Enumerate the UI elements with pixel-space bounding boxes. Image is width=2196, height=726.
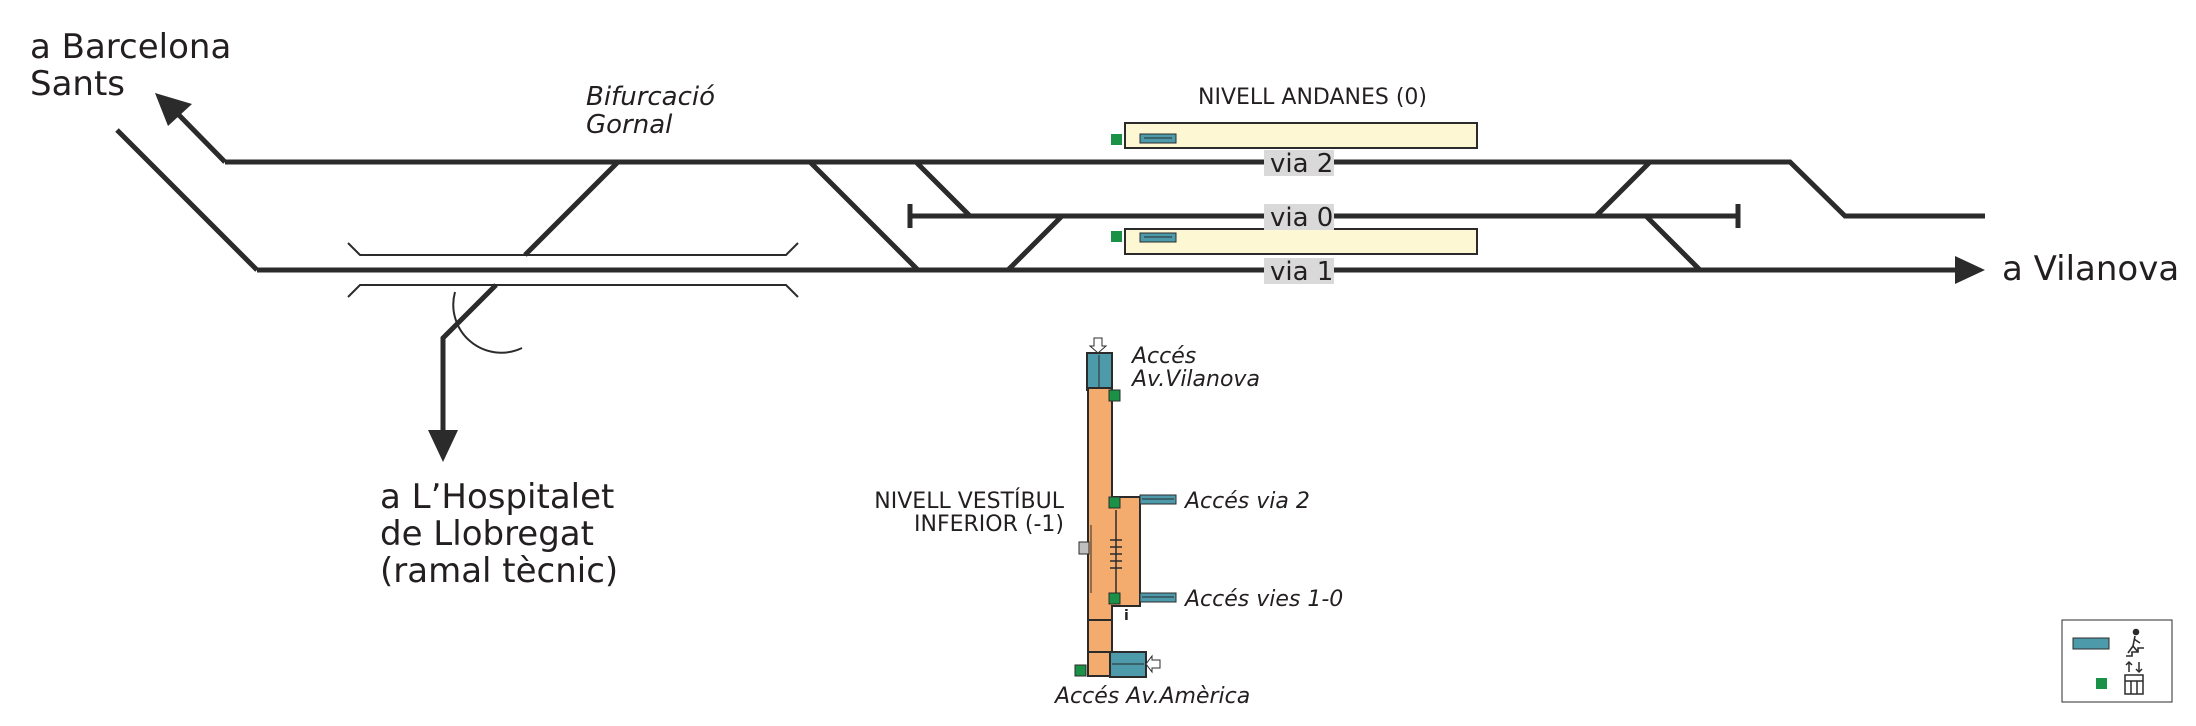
crossover-gornal — [523, 160, 620, 257]
elevator-marker — [1111, 134, 1122, 145]
track-hospitalet-branch — [440, 283, 498, 430]
access-vilanova-label-1: Accés — [1130, 344, 1196, 369]
elevator-icon — [2124, 660, 2144, 695]
arrow-vilanova-icon — [1955, 256, 1985, 284]
destination-labels: a Barcelona Sants a Vilanova a L’Hospita… — [30, 27, 2179, 591]
arrow-hospitalet-icon — [428, 430, 458, 462]
info-icon: i — [1124, 608, 1129, 624]
junction-label-2: Gornal — [586, 110, 673, 140]
crossover-3 — [1006, 214, 1064, 272]
track-outer-left — [115, 128, 259, 272]
ticket-machine-icon — [1078, 541, 1090, 555]
arrow-barcelona-icon — [155, 93, 192, 126]
track-lines — [115, 93, 1985, 462]
access-america-label: Accés Av.Amèrica — [1053, 684, 1250, 709]
access-via-2-label: Accés via 2 — [1183, 489, 1310, 514]
barcelona-label-2: Sants — [30, 64, 125, 104]
tunnel-arc — [452, 291, 523, 354]
track-labels: via 2 via 0 via 1 — [1264, 149, 1334, 287]
vestibule-plan: i — [1074, 337, 1177, 678]
vestibule-level-label-2: INFERIOR (-1) — [914, 512, 1064, 537]
crossover-1 — [808, 160, 920, 272]
junction-label-1: Bifurcació — [586, 82, 715, 112]
legend-stairs-swatch — [2072, 637, 2110, 650]
elevator-marker — [1108, 389, 1121, 402]
via-0-label: via 0 — [1270, 203, 1333, 233]
hospitalet-label-1: a L’Hospitalet — [380, 477, 614, 517]
vestibule-level-label-1: NIVELL VESTÍBUL — [874, 488, 1064, 514]
hospitalet-label-2: de Llobregat — [380, 514, 594, 554]
vilanova-label: a Vilanova — [2002, 249, 2179, 289]
person-walking-stairs-icon — [2126, 628, 2144, 657]
via-2-label: via 2 — [1270, 149, 1333, 179]
vestibule-labels: NIVELL VESTÍBUL INFERIOR (-1) Accés Av.V… — [874, 344, 1343, 709]
elevator-marker — [1108, 496, 1121, 509]
underpass-markers — [347, 242, 799, 298]
barcelona-label-1: a Barcelona — [30, 27, 231, 67]
via-1-label: via 1 — [1270, 257, 1333, 287]
track-via-2 — [225, 159, 1985, 219]
crossover-5 — [1644, 214, 1702, 272]
elevator-marker — [1111, 231, 1122, 242]
hospitalet-label-3: (ramal tècnic) — [380, 551, 618, 591]
entry-arrow-icon — [1145, 654, 1161, 674]
crossover-4 — [1594, 160, 1652, 218]
legend-elevator-swatch — [2096, 678, 2107, 689]
legend — [2061, 619, 2173, 703]
platform-level-label: NIVELL ANDANES (0) — [1198, 85, 1427, 110]
track-to-barcelona — [173, 109, 227, 164]
crossover-2 — [914, 160, 972, 218]
entry-arrow-icon — [1088, 337, 1108, 354]
platform-via-2 — [1111, 122, 1478, 149]
access-vilanova-label-2: Av.Vilanova — [1130, 367, 1260, 392]
elevator-marker — [1108, 592, 1121, 605]
turnstiles-icon — [1110, 510, 1122, 594]
elevator-marker — [1074, 664, 1087, 677]
access-vies-1-0-label: Accés vies 1-0 — [1183, 587, 1343, 612]
